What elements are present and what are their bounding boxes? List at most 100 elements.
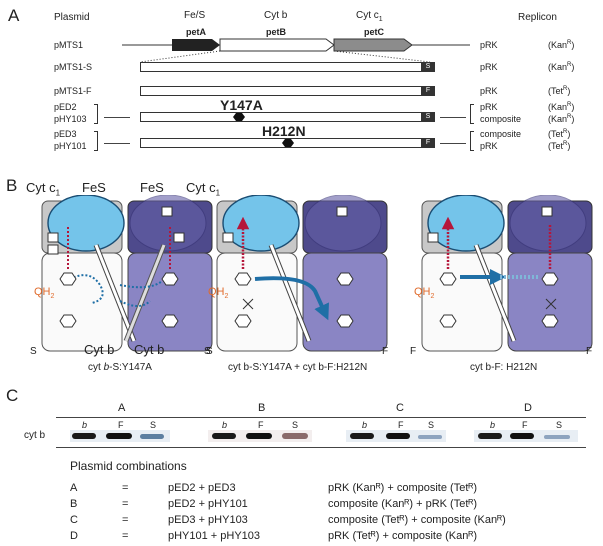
combo-replicons: composite (Tetᴿ) + composite (Kanᴿ) [328,514,506,526]
fes-label: FeS [140,180,164,195]
combo-key: C [70,514,78,526]
blot-row-label: cyt b [24,430,45,441]
plasmid-name: pMTS1-S [54,62,92,72]
panel-b-letter: B [6,176,17,196]
qh2-label: QH2 [208,286,228,300]
replicon-value: pRK [480,40,498,50]
marker-value: (KanR) [548,114,574,124]
foot-label: F [586,346,592,357]
subpanel-caption: cyt b-S:Y147A + cyt b-F:H212N [228,362,367,373]
blot-band [282,433,308,439]
mutation-label: Y147A [220,97,263,113]
blot-band [418,435,442,439]
blot-band [350,433,374,439]
plasmid-name: pHY103 [54,114,87,124]
combo-key: D [70,530,78,542]
lane-label: b [222,420,227,430]
replicon-value: composite [480,114,521,124]
left-bracket [94,131,98,151]
connector-line [104,117,130,118]
lane-label: F [258,420,264,430]
blot-band [510,433,534,439]
subpanel-caption: cyt b-S:Y147A [88,362,152,373]
lane-label: S [556,420,562,430]
replicon-value: composite [480,129,521,139]
combo-plasmids: pHY101 + pHY103 [168,530,260,542]
subpanel-3 [422,195,592,351]
qh2-label: QH2 [414,286,434,300]
petc-arrow [334,39,412,51]
combo-plasmids: pED2 + pED3 [168,482,236,494]
plasmid-bar [140,86,430,96]
replicon-value: pRK [480,62,498,72]
foot-label: F [382,346,388,357]
foot-label: S [206,346,213,357]
cyt-b-label: Cyt b [134,342,164,357]
lane-group-label: D [524,402,532,414]
blot-band [246,433,272,439]
marker-value: (TetR) [548,86,570,96]
mutation-label: H212N [262,123,306,139]
blot-bottom-rule [56,447,586,448]
plasmid-name: pHY101 [54,141,87,151]
combo-key: B [70,498,77,510]
left-bracket [94,104,98,124]
marker-value: (KanR) [548,102,574,112]
foot-label: F [410,346,416,357]
combo-replicons: pRK (Tetᴿ) + composite (Kanᴿ) [328,530,477,542]
subpanel-caption: cyt b-F: H212N [470,362,537,373]
combo-eq: = [122,482,128,494]
plasmid-bar [140,112,430,122]
connector-line [440,117,466,118]
replicon-value: pRK [480,102,498,112]
tag-s: S [421,62,435,72]
marker-value: (KanR) [548,40,574,50]
lane-group-label: A [118,402,125,414]
combo-replicons: composite (Kanᴿ) + pRK (Tetᴿ) [328,498,477,510]
fes-label: FeS [82,180,106,195]
lane-group-label: C [396,402,404,414]
panel-c-letter: C [6,386,18,406]
subpanel-1 [42,195,212,351]
replicon-value: pRK [480,141,498,151]
plasmid-name: pMTS1 [54,40,83,50]
lane-group-label: B [258,402,265,414]
peta-arrow [172,39,220,51]
blot-band [544,435,570,439]
tag-f: F [421,138,435,148]
tag-s: S [421,112,435,122]
combo-eq: = [122,514,128,526]
right-bracket [470,131,474,151]
combo-eq: = [122,530,128,542]
combo-plasmids: pED2 + pHY101 [168,498,248,510]
marker-value: (KanR) [548,62,574,72]
tag-f: F [421,86,435,96]
blot-band [478,433,502,439]
blot-band [72,433,96,439]
plasmid-name: pED2 [54,102,77,112]
foot-label: S [30,346,37,357]
lane-label: F [522,420,528,430]
qh2-label: QH2 [34,286,54,300]
marker-value: (TetR) [548,141,570,151]
lane-label: S [150,420,156,430]
lane-label: b [362,420,367,430]
lane-label: b [490,420,495,430]
plasmid-bar [140,62,430,72]
lane-label: S [428,420,434,430]
combo-eq: = [122,498,128,510]
lane-label: F [398,420,404,430]
lane-label: b [82,420,87,430]
connector-line [440,143,466,144]
cyt-b-label: Cyt b [84,342,114,357]
marker-value: (TetR) [548,129,570,139]
replicon-value: pRK [480,86,498,96]
connector-line [104,143,130,144]
lane-label: F [118,420,124,430]
right-bracket [470,104,474,124]
blot-band [106,433,132,439]
blot-band [212,433,236,439]
blot-top-rule [56,417,586,418]
combos-title: Plasmid combinations [70,459,187,473]
plasmid-name: pED3 [54,129,77,139]
